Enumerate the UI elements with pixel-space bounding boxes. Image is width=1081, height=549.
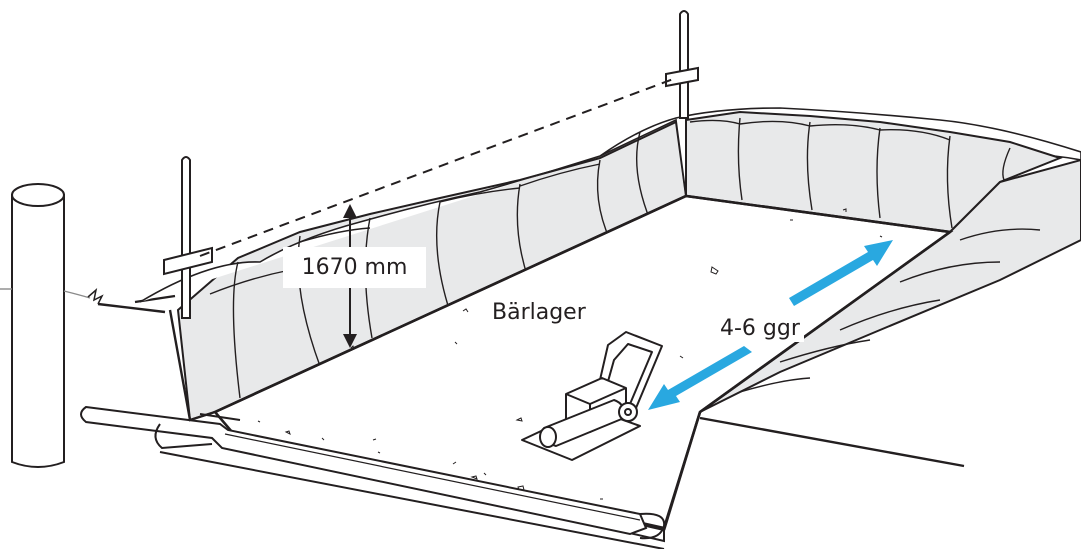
left-pit-edge bbox=[168, 309, 216, 422]
boundary-wire bbox=[0, 288, 91, 299]
right-ground-edge bbox=[699, 416, 965, 468]
plate-compactor-icon bbox=[521, 331, 663, 461]
direction-arrow-icon bbox=[789, 240, 893, 306]
floor-edges bbox=[214, 194, 951, 531]
wire-end bbox=[87, 287, 104, 305]
passes-label: 4-6 ggr bbox=[716, 316, 804, 342]
direction-arrow-icon bbox=[648, 346, 752, 410]
round-pole-icon bbox=[11, 183, 65, 468]
handrail bbox=[80, 405, 666, 540]
right-wall-seams bbox=[739, 228, 1041, 393]
gravel-specks bbox=[257, 208, 883, 500]
base-layer-label: Bärlager bbox=[492, 300, 586, 325]
ground-edge bbox=[97, 294, 176, 314]
height-label: 1670 mm bbox=[283, 247, 426, 288]
fence-post-icon bbox=[163, 156, 213, 319]
far-wall-seams bbox=[689, 117, 1011, 229]
front-ground-edge bbox=[159, 451, 665, 549]
fence-post-icon bbox=[665, 10, 699, 119]
